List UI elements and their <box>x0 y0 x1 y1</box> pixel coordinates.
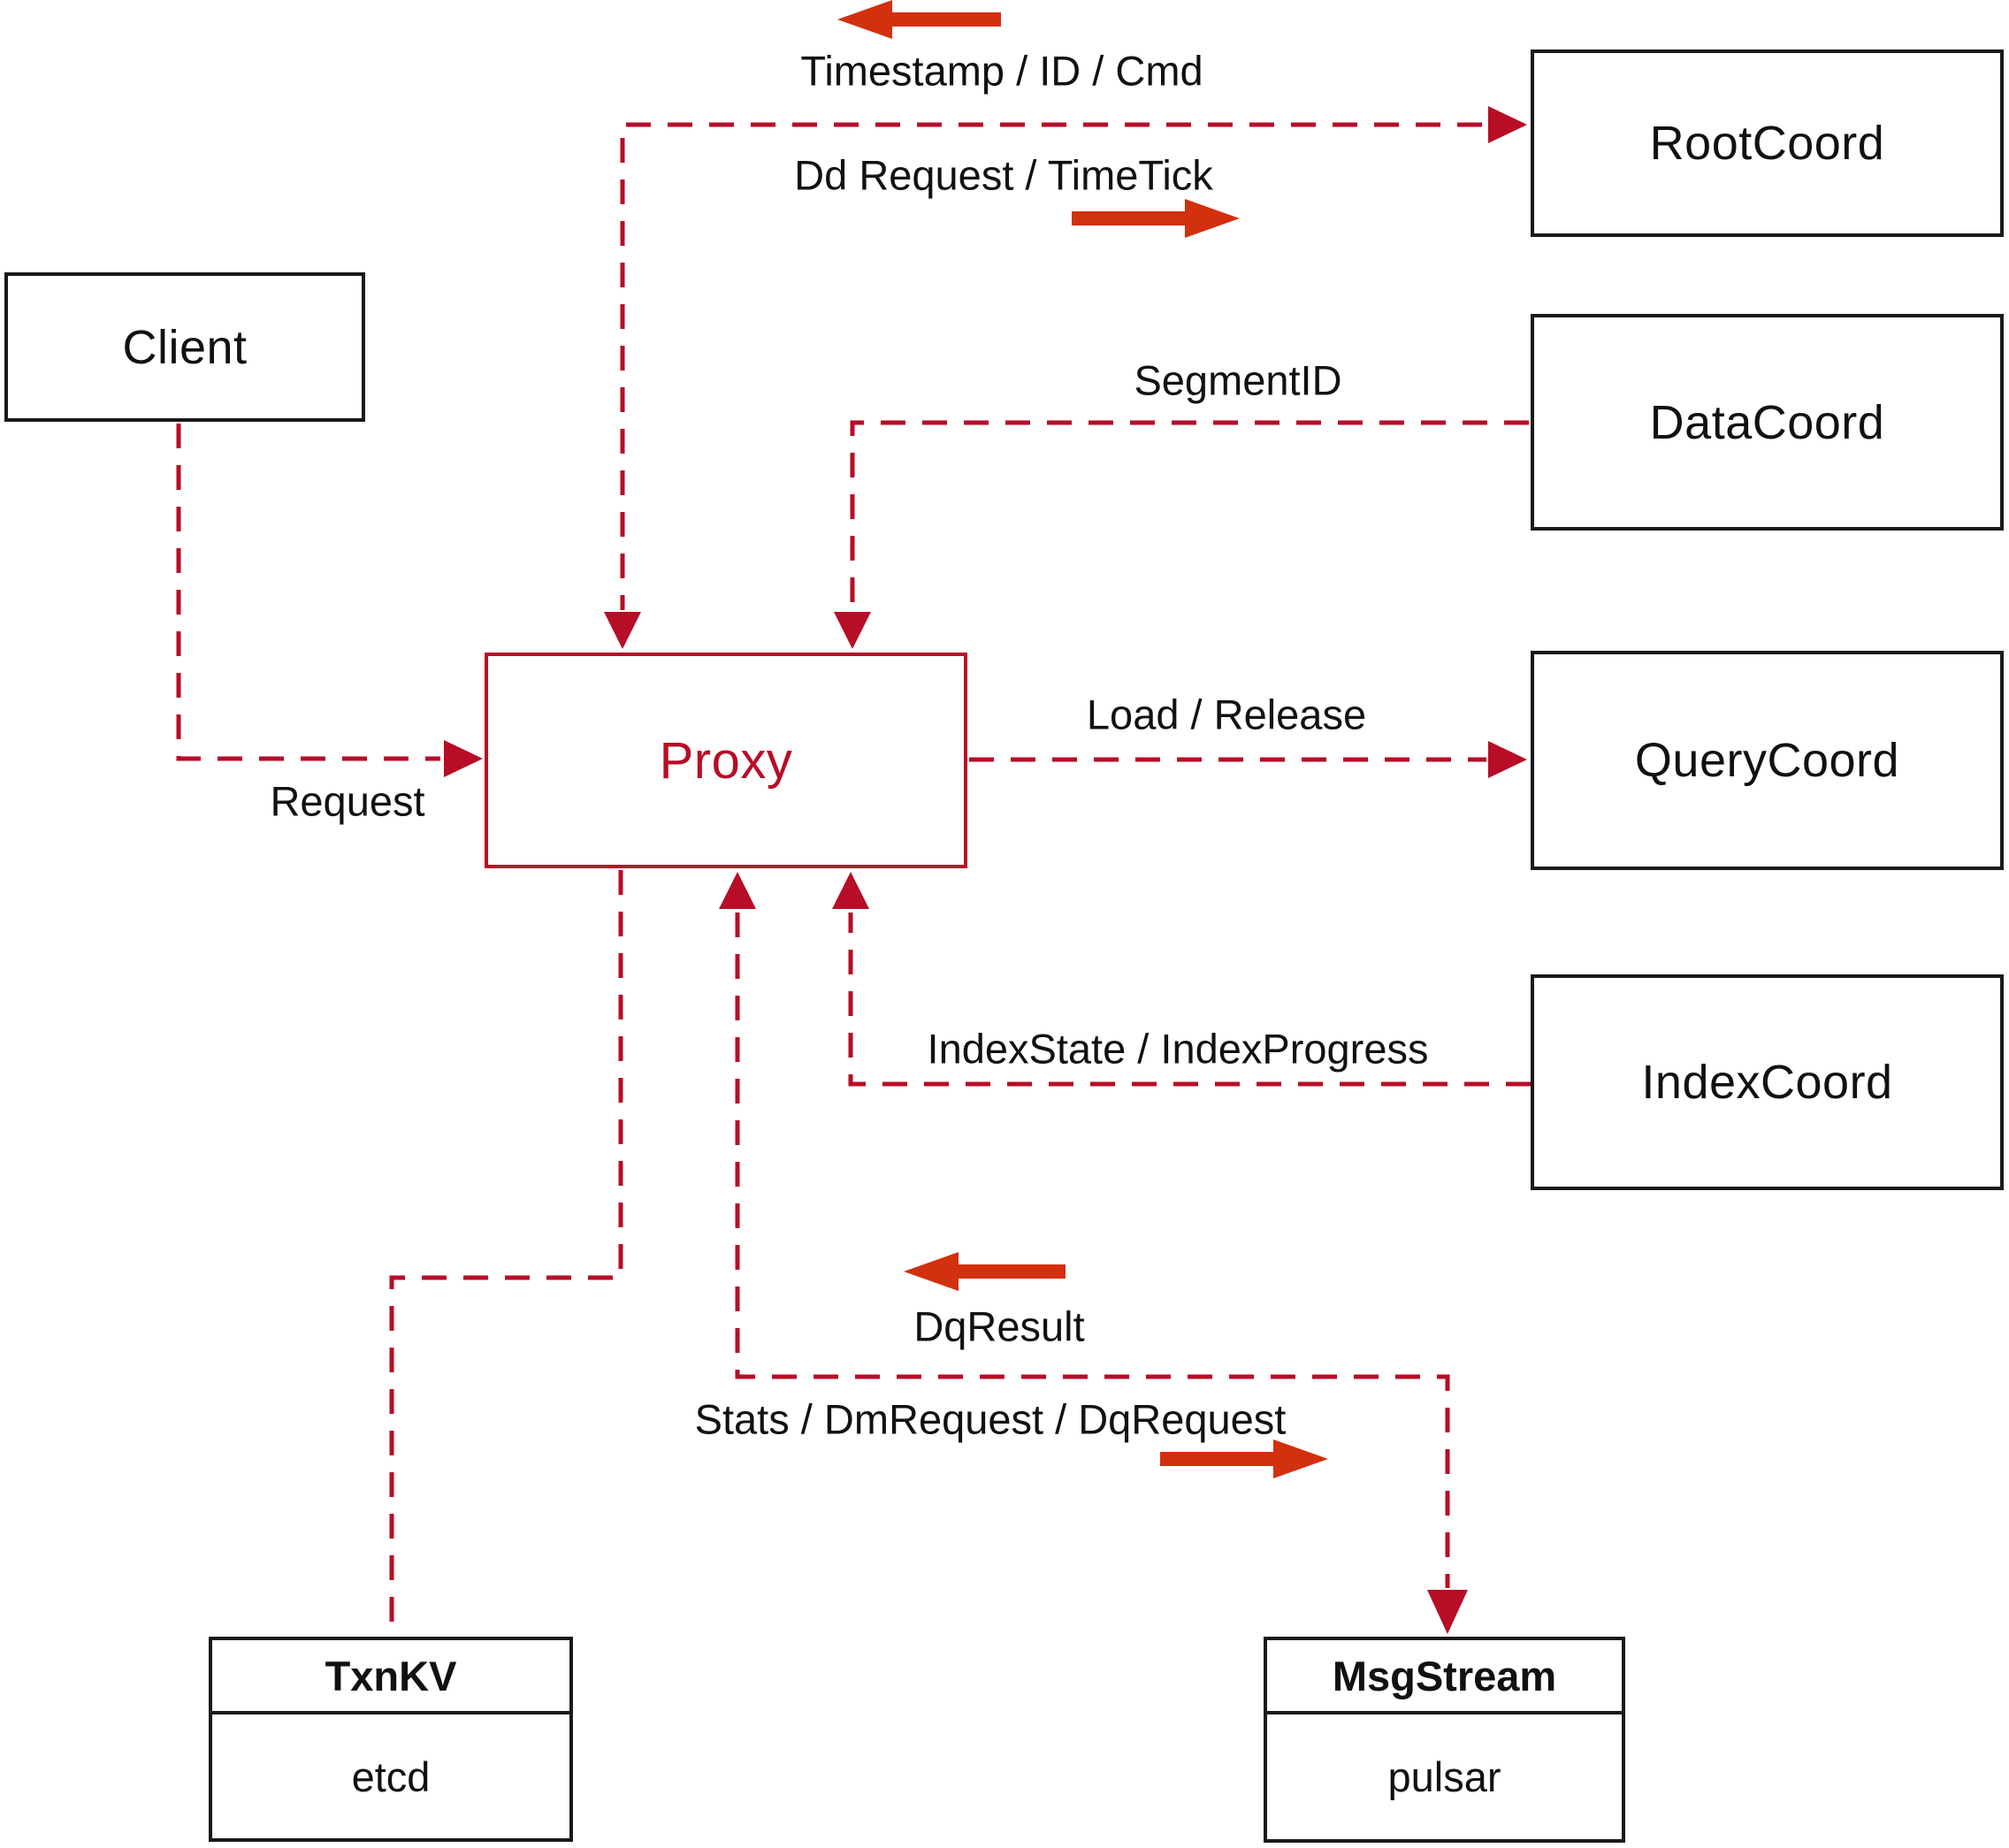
edge-label-timestamp-id-cmd: Timestamp / ID / Cmd <box>800 47 1203 95</box>
node-datacoord-label: DataCoord <box>1649 395 1885 449</box>
edge-label-request: Request <box>270 777 425 825</box>
node-querycoord: QueryCoord <box>1531 651 2004 870</box>
connector-proxy-txnkv <box>389 870 623 1635</box>
connector-proxy-msgstream <box>735 913 1450 1588</box>
node-txnkv-subtitle: etcd <box>351 1753 431 1800</box>
edge-label-stats-dm-dq: Stats / DmRequest / DqRequest <box>694 1395 1287 1443</box>
edge-label-dq-result: DqResult <box>913 1302 1085 1350</box>
node-indexcoord-label: IndexCoord <box>1641 1056 1893 1109</box>
arrowhead-right-proxy-left-icon <box>444 740 483 777</box>
node-datacoord: DataCoord <box>1531 314 2004 531</box>
connector-proxy-rootcoord <box>620 122 1524 610</box>
arrowhead-up-proxy-bottom-right-icon <box>832 872 869 909</box>
node-rootcoord-label: RootCoord <box>1649 117 1885 170</box>
edge-label-dd-request-timetick: Dd Request / TimeTick <box>794 151 1213 199</box>
direction-arrow-right-ddrequest-icon <box>1072 199 1240 238</box>
arrowhead-right-rootcoord-icon <box>1488 106 1527 143</box>
node-querycoord-label: QueryCoord <box>1634 734 1900 787</box>
connector-datacoord-proxy <box>850 420 1529 610</box>
arrowhead-up-proxy-bottom-middle-icon <box>719 872 756 909</box>
arrowhead-down-msgstream-icon <box>1427 1590 1468 1634</box>
edge-label-index-state-progress: IndexState / IndexProgress <box>927 1025 1429 1073</box>
node-rootcoord: RootCoord <box>1531 50 2004 237</box>
node-msgstream: MsgStream pulsar <box>1264 1637 1625 1843</box>
node-msgstream-title: MsgStream <box>1267 1640 1622 1714</box>
node-txnkv: TxnKV etcd <box>209 1637 573 1842</box>
direction-arrow-left-timestamp-icon <box>837 0 1001 39</box>
node-client: Client <box>4 272 365 422</box>
edge-label-load-release: Load / Release <box>1086 691 1367 738</box>
connector-indexcoord-proxy <box>848 913 1531 1087</box>
node-proxy: Proxy <box>485 653 967 868</box>
direction-arrow-right-stats-icon <box>1160 1439 1328 1478</box>
direction-arrow-left-dqresult-icon <box>904 1252 1066 1291</box>
edge-label-segment-id: SegmentID <box>1134 356 1342 404</box>
arrowhead-down-proxy-top-right-icon <box>834 612 871 649</box>
node-msgstream-subtitle: pulsar <box>1387 1753 1501 1800</box>
connector-client-proxy <box>176 424 440 761</box>
node-proxy-label: Proxy <box>659 731 793 790</box>
node-txnkv-title: TxnKV <box>212 1640 569 1714</box>
arrowhead-right-querycoord-icon <box>1488 741 1527 778</box>
node-indexcoord: IndexCoord <box>1531 974 2004 1190</box>
node-client-label: Client <box>122 320 248 374</box>
arrowhead-down-proxy-top-left-icon <box>604 612 641 649</box>
